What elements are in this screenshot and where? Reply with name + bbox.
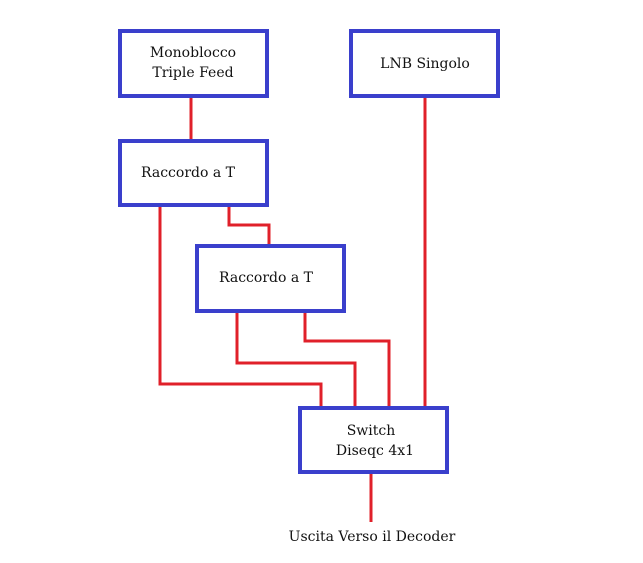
lnb-block: LNB Singolo (349, 29, 500, 98)
switch-label-line1: Switch (347, 423, 396, 439)
raccordo-2-block: Raccordo a T (195, 244, 346, 313)
wire-raccordo-1-to-switch (158, 205, 323, 408)
output-label: Uscita Verso il Decoder (289, 529, 456, 545)
connection-wires (158, 96, 427, 522)
wire-raccordo-2-right-to-switch (303, 311, 391, 408)
monoblocco-label-line1: Monoblocco (150, 45, 236, 61)
wire-raccordo-1-to-raccordo-2 (227, 205, 271, 246)
monoblocco-label-line2: Triple Feed (152, 65, 233, 81)
wire-raccordo-2-left-to-switch (235, 311, 357, 408)
raccordo-2-box (195, 244, 346, 313)
lnb-box (349, 29, 500, 98)
switch-box (298, 406, 449, 474)
monoblocco-box (118, 29, 269, 98)
lnb-label: LNB Singolo (380, 56, 470, 72)
switch-block: Switch Diseqc 4x1 (298, 406, 449, 474)
raccordo-1-box (118, 139, 269, 207)
raccordo-2-label: Raccordo a T (219, 270, 314, 286)
switch-label-line2: Diseqc 4x1 (336, 443, 414, 459)
raccordo-1-label: Raccordo a T (141, 165, 236, 181)
raccordo-1-block: Raccordo a T (118, 139, 269, 207)
monoblocco-block: Monoblocco Triple Feed (118, 29, 269, 98)
